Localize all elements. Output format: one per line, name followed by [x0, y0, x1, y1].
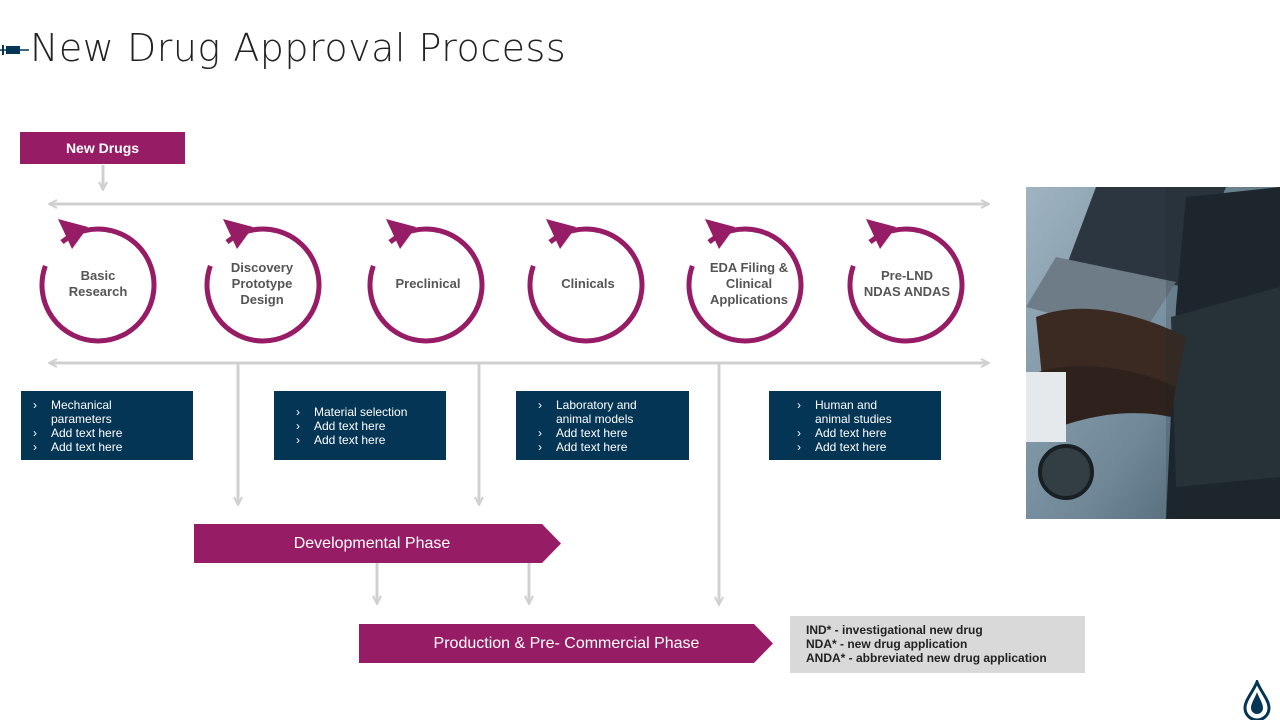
stage-arrow-head — [705, 219, 735, 249]
list-item: Add text here — [296, 419, 446, 433]
list-item: Laboratory and animal models — [538, 398, 689, 426]
stage-label-clinicals: Clinicals — [561, 276, 615, 291]
info-box-1: Mechanical parameters Add text here Add … — [21, 391, 193, 460]
developmental-phase-label: Developmental Phase — [293, 534, 451, 552]
developmental-phase-banner — [194, 524, 561, 563]
stage-arrow-head — [223, 219, 253, 249]
stage-label-pre-lnd: Pre-LND NDAS ANDAS — [863, 268, 951, 299]
stage-arrow-head — [386, 219, 416, 249]
abbreviation-legend: IND* - investigational new drug NDA* - n… — [790, 616, 1085, 673]
new-drugs-label: New Drugs — [20, 132, 185, 164]
stage-label-discovery: Discovery Prototype Design — [230, 260, 294, 307]
list-item: Add text here — [296, 433, 446, 447]
list-item: Material selection — [296, 405, 446, 419]
info-box-2: Material selection Add text here Add tex… — [274, 391, 446, 460]
legend-item: IND* - investigational new drug — [806, 623, 983, 637]
stage-circle — [847, 226, 965, 344]
stage-arrow-head — [866, 219, 896, 249]
list-item: Mechanical parameters — [33, 398, 193, 426]
stage-circle — [527, 226, 645, 344]
syringe-icon — [0, 45, 29, 55]
stage-circle — [39, 226, 157, 344]
legend-item: NDA* - new drug application — [806, 637, 968, 651]
stage-arrow-head — [546, 219, 576, 249]
info-box-4: Human and animal studies Add text here A… — [769, 391, 941, 460]
stage-circle — [204, 226, 322, 344]
list-item: Add text here — [33, 426, 193, 440]
production-phase-banner — [359, 624, 773, 663]
drop-logo-icon — [1243, 680, 1271, 720]
stage-arrow-head — [58, 219, 88, 249]
list-item: Add text here — [33, 440, 193, 454]
list-item: Add text here — [538, 440, 689, 454]
legend-item: ANDA* - abbreviated new drug application — [806, 651, 1047, 665]
laptop-photo — [1026, 187, 1280, 519]
list-item: Add text here — [538, 426, 689, 440]
info-box-3: Laboratory and animal models Add text he… — [516, 391, 689, 460]
production-phase-label: Production & Pre- Commercial Phase — [433, 634, 700, 652]
list-item: Add text here — [797, 426, 941, 440]
list-item: Add text here — [797, 440, 941, 454]
stage-label-basic-research: Basic Research — [68, 268, 128, 299]
stage-label-preclinical: Preclinical — [395, 276, 461, 291]
stage-circle — [367, 226, 485, 344]
stage-label-eda-filing: EDA Filing & Clinical Applications — [709, 260, 789, 307]
page-title: New Drug Approval Process — [30, 26, 567, 70]
list-item: Human and animal studies — [797, 398, 941, 426]
stage-circle — [686, 226, 804, 344]
